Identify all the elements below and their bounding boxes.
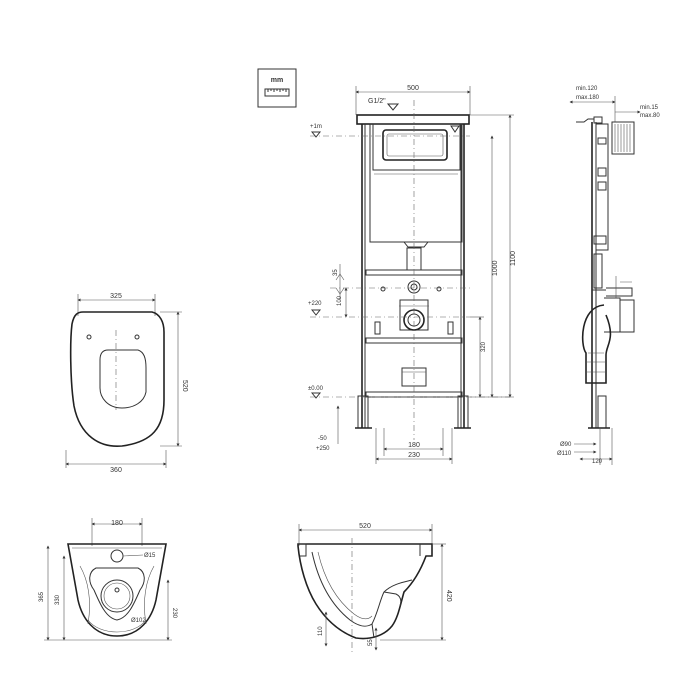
dim-180: 180 <box>408 442 420 449</box>
frame-front-view: 500 G1/2" <box>308 85 517 464</box>
level-minus50: -50 <box>318 436 327 442</box>
seat-width-bottom: 360 <box>110 467 122 474</box>
dim-100: 100 <box>337 295 343 306</box>
level-plus1m: +1m <box>310 124 322 130</box>
offset-120: 120 <box>592 459 603 465</box>
dim-1000: 1000 <box>492 260 499 276</box>
bowl-side-length: 520 <box>359 523 371 530</box>
dim-35: 35 <box>333 269 339 276</box>
hole-top: Ø15 <box>144 553 156 559</box>
wall-max: max.80 <box>640 113 660 119</box>
dim-230: 230 <box>408 452 420 459</box>
dim-width-500: 500 <box>407 85 419 92</box>
h-365: 365 <box>39 591 45 602</box>
seat-length: 520 <box>181 380 188 392</box>
hole-bottom: Ø102 <box>131 618 146 624</box>
h-230: 230 <box>171 608 177 619</box>
level-zero: ±0.00 <box>308 386 324 392</box>
h-330: 330 <box>55 594 61 605</box>
level-plus250: +250 <box>316 446 330 452</box>
bowl-width: 180 <box>111 520 123 527</box>
dim-320: 320 <box>481 341 487 352</box>
pipe-90: Ø90 <box>560 442 572 448</box>
seat-width-top: 325 <box>110 293 122 300</box>
unit-badge: mm <box>257 68 297 108</box>
level-plus220: +220 <box>308 301 322 307</box>
depth-max: max.180 <box>576 95 600 101</box>
seat-top-view: 325 520 360 <box>65 293 188 474</box>
unit-label: mm <box>271 77 283 84</box>
dim-1100: 1100 <box>510 251 517 266</box>
depth-min: min.120 <box>576 86 598 92</box>
bowl-bottom-view: 180 Ø15 Ø102 365 330 230 <box>39 518 177 641</box>
frame-side-view: min.120 max.180 min.15 max.80 <box>557 86 660 465</box>
inlet-label: G1/2" <box>368 98 386 105</box>
ruler-icon <box>264 88 290 97</box>
bowl-side-height: 420 <box>445 590 452 602</box>
pipe-110: Ø110 <box>557 451 572 457</box>
bowl-side-view: 520 420 110 55 <box>297 523 452 652</box>
wall-min: min.15 <box>640 105 659 111</box>
dim-110: 110 <box>318 626 324 636</box>
dim-55: 55 <box>368 639 374 646</box>
